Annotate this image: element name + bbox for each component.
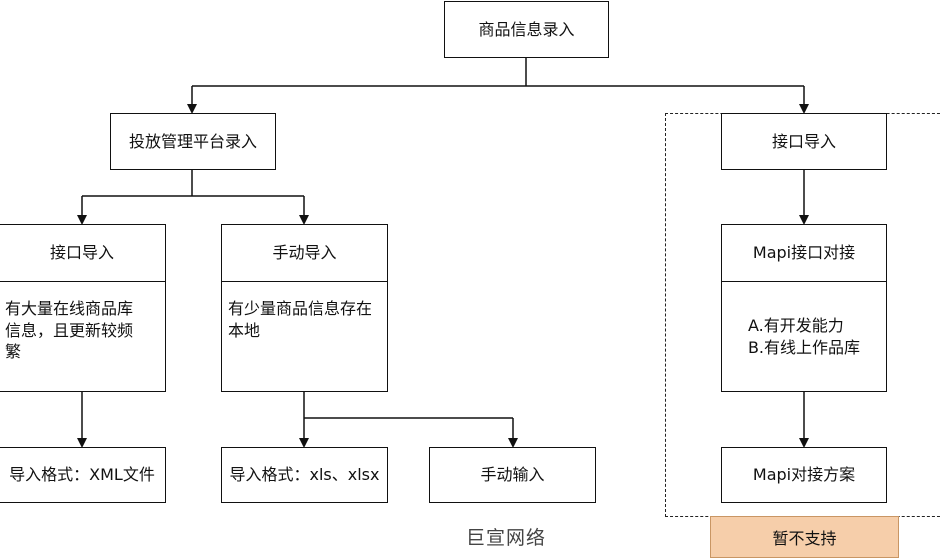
- interface-import-node: 接口导入: [721, 113, 887, 170]
- format-xml-label: 导入格式：XML文件: [9, 465, 155, 485]
- format-xml-node: 导入格式：XML文件: [0, 447, 166, 503]
- mapi-requirements: A.有开发能力 B.有线上作品库: [747, 315, 861, 357]
- manual-import-title: 手动导入: [222, 225, 387, 282]
- platform-node: 投放管理平台录入: [110, 113, 276, 170]
- mapi-node: Mapi接口对接 A.有开发能力 B.有线上作品库: [721, 224, 887, 392]
- manual-import-description: 有少量商品信息存在 本地: [228, 299, 373, 340]
- watermark-text: 巨宣网络: [466, 527, 547, 549]
- api-left-node: 接口导入 有大量在线商品库 信息，且更新较频 繁: [0, 224, 166, 392]
- manual-input-node: 手动输入: [429, 447, 596, 503]
- status-badge-label: 暂不支持: [772, 529, 837, 548]
- api-left-title: 接口导入: [0, 225, 165, 282]
- format-xls-node: 导入格式：xls、xlsx: [221, 447, 388, 503]
- root-node: 商品信息录入: [444, 1, 609, 58]
- format-xls-label: 导入格式：xls、xlsx: [229, 465, 380, 485]
- mapi-title: Mapi接口对接: [722, 225, 886, 282]
- manual-import-node: 手动导入 有少量商品信息存在 本地: [221, 224, 388, 392]
- platform-label: 投放管理平台录入: [128, 131, 257, 151]
- mapi-plan-node: Mapi对接方案: [721, 447, 887, 503]
- status-badge: 暂不支持: [710, 516, 899, 558]
- mapi-plan-label: Mapi对接方案: [752, 465, 856, 485]
- root-label: 商品信息录入: [478, 19, 575, 39]
- interface-import-label: 接口导入: [771, 131, 836, 151]
- api-left-description: 有大量在线商品库 信息，且更新较频 繁: [5, 299, 134, 362]
- manual-input-label: 手动输入: [480, 465, 545, 485]
